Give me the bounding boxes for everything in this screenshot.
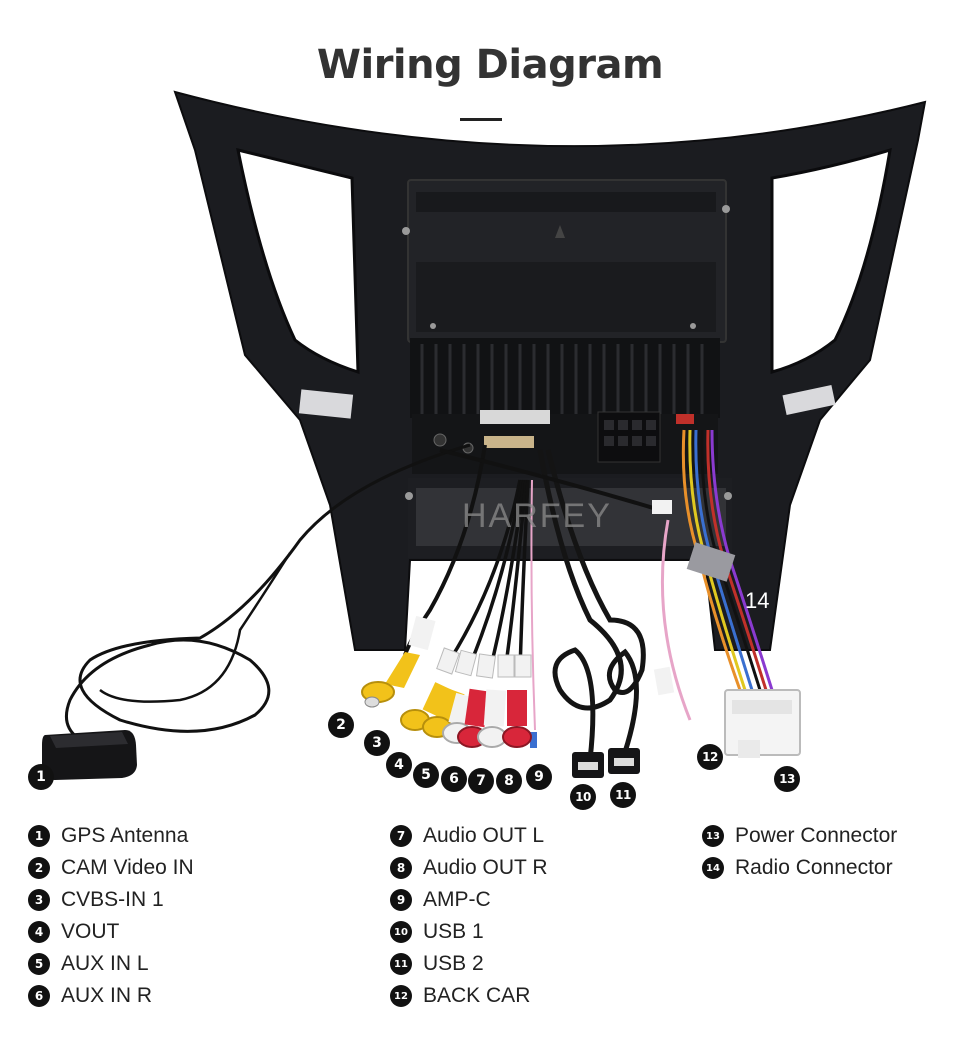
callout-7: 7	[468, 768, 494, 794]
callout-11: 11	[610, 782, 636, 808]
legend-item: 7 Audio OUT L	[390, 820, 548, 852]
legend-item: 3 CVBS-IN 1	[28, 884, 194, 916]
legend-label: GPS Antenna	[61, 824, 189, 847]
legend-number: 3	[28, 889, 50, 911]
legend-label: USB 1	[423, 920, 484, 943]
legend-item: 9 AMP-C	[390, 884, 548, 916]
legend-label: VOUT	[61, 920, 120, 943]
legend-label: AUX IN L	[61, 952, 149, 975]
legend-number: 6	[28, 985, 50, 1007]
legend-label: USB 2	[423, 952, 484, 975]
legend-item: 1 GPS Antenna	[28, 820, 194, 852]
legend-column-2: 7 Audio OUT L 8 Audio OUT R 9 AMP-C 10 USB 1…	[390, 820, 548, 1012]
legend-item: 5 AUX IN L	[28, 948, 194, 980]
audio-out-l-plug	[477, 689, 507, 748]
legend-number: 4	[28, 921, 50, 943]
legend-number: 5	[28, 953, 50, 975]
legend-item: 8 Audio OUT R	[390, 852, 548, 884]
legend-label: Audio OUT L	[423, 824, 545, 847]
legend-column-3: 13 Power Connector 14 Radio Connector	[702, 820, 897, 884]
legend-item: 12 BACK CAR	[390, 980, 548, 1012]
legend-item: 10 USB 1	[390, 916, 548, 948]
callout-1: 1	[28, 764, 54, 790]
right-vent-opening	[772, 150, 890, 372]
legend-number: 9	[390, 889, 412, 911]
callout-8: 8	[496, 768, 522, 794]
callout-12: 12	[697, 744, 723, 770]
watermark-text: HARFEY	[462, 497, 612, 535]
legend-label: Radio Connector	[735, 856, 893, 879]
legend-number: 10	[390, 921, 412, 943]
legend-number: 14	[702, 857, 724, 879]
callout-6: 6	[441, 766, 467, 792]
callout-3: 3	[364, 730, 390, 756]
callout-5: 5	[413, 762, 439, 788]
legend-number: 8	[390, 857, 412, 879]
legend-number: 7	[390, 825, 412, 847]
page-title: Wiring Diagram	[316, 42, 664, 88]
callout-2: 2	[328, 712, 354, 738]
legend-label: Audio OUT R	[423, 856, 548, 879]
right-reflector	[782, 385, 836, 415]
audio-out-r-plug	[502, 690, 532, 748]
callout-4: 4	[386, 752, 412, 778]
legend-label: BACK CAR	[423, 984, 531, 1007]
callout-9: 9	[526, 764, 552, 790]
legend-number: 13	[702, 825, 724, 847]
legend-item: 11 USB 2	[390, 948, 548, 980]
power-connector-plug	[724, 689, 801, 756]
legend-label: Power Connector	[735, 824, 898, 847]
legend-number: 2	[28, 857, 50, 879]
legend-item: 14 Radio Connector	[702, 852, 897, 884]
legend-number: 1	[28, 825, 50, 847]
legend-number: 12	[390, 985, 412, 1007]
callout-14: 14	[745, 588, 770, 613]
head-unit-diagram	[42, 90, 927, 780]
legend-label: AMP-C	[423, 888, 491, 911]
left-vent-opening	[238, 150, 358, 372]
legend-item: 6 AUX IN R	[28, 980, 194, 1012]
callout-13: 13	[774, 766, 800, 792]
legend-label: AUX IN R	[61, 984, 153, 1007]
heatsink	[410, 338, 720, 418]
connector-panel	[412, 414, 718, 474]
callout-10: 10	[570, 784, 596, 810]
title-underline	[460, 118, 502, 121]
aux-in-r-plug	[457, 688, 490, 748]
legend-label: CAM Video IN	[61, 856, 194, 879]
legend-item: 2 CAM Video IN	[28, 852, 194, 884]
legend-label: CVBS-IN 1	[61, 888, 164, 911]
legend-item: 4 VOUT	[28, 916, 194, 948]
legend-item: 13 Power Connector	[702, 820, 897, 852]
left-reflector	[298, 389, 354, 419]
legend-number: 11	[390, 953, 412, 975]
